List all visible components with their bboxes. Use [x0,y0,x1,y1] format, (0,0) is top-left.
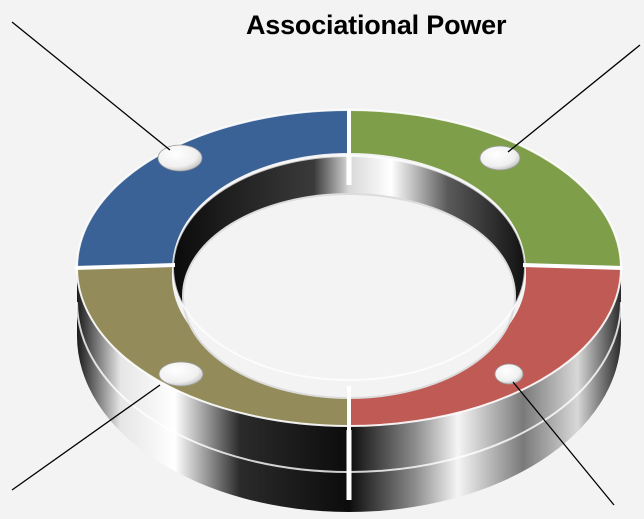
leader-line-bottom-left [11,384,161,491]
inner-wall [173,156,525,399]
ring-segment-top-left [77,110,349,268]
peg-bottom-left [158,361,204,387]
leader-lines [11,21,641,506]
leader-line-top-left [11,21,171,151]
peg-bottom-right [494,363,524,385]
leader-line-bottom-right [512,381,615,506]
segment-dividers [74,108,624,500]
peg-top-left [157,144,203,172]
peg-top-right [479,145,521,171]
ring-segment-top-right [349,110,621,268]
leader-line-top-right [507,44,641,153]
diagram-title: Associational Power [246,10,507,40]
